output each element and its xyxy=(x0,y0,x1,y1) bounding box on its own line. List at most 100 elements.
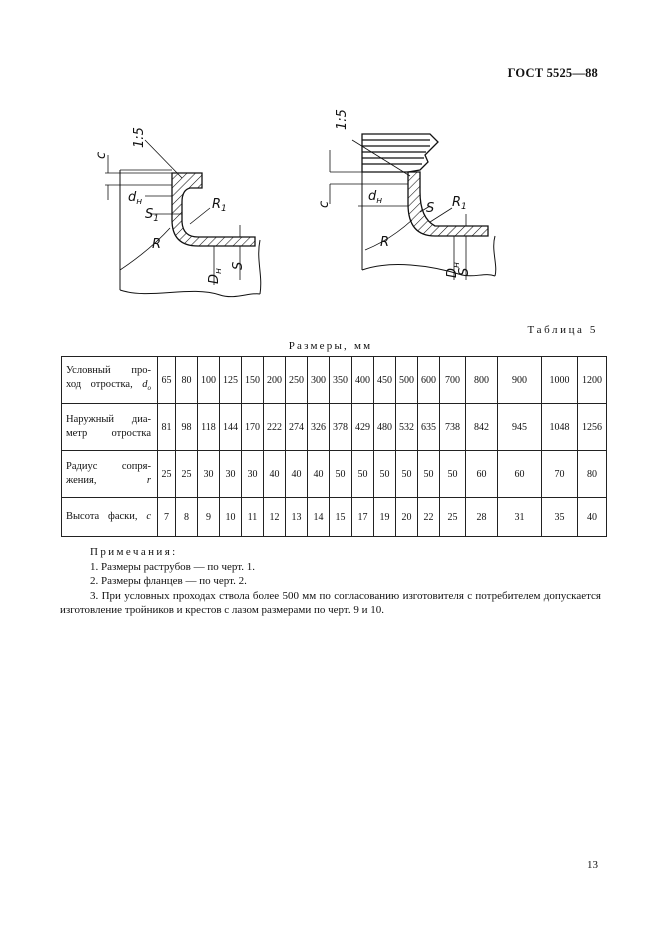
table-cell: 9 xyxy=(197,497,220,537)
table-cell: 1200 xyxy=(577,356,607,404)
table-cell: 274 xyxy=(285,403,308,451)
table-cell: 30 xyxy=(197,450,220,498)
table-cell: 30 xyxy=(241,450,264,498)
table-cell: 98 xyxy=(175,403,198,451)
table-cell: 450 xyxy=(373,356,396,404)
table-cell: 1048 xyxy=(541,403,578,451)
table-cell: 326 xyxy=(307,403,330,451)
right-label-c: c xyxy=(317,201,332,208)
table-cell: 50 xyxy=(417,450,440,498)
table-cell: 800 xyxy=(465,356,498,404)
row-label: Наружный диа- метр отростка xyxy=(61,403,158,451)
table-cell: 100 xyxy=(197,356,220,404)
table-cell: 1256 xyxy=(577,403,607,451)
right-label-S: S xyxy=(457,268,472,276)
table-cell: 7 xyxy=(157,497,176,537)
table-cell: 40 xyxy=(263,450,286,498)
table-cell: 200 xyxy=(263,356,286,404)
table-cell: 12 xyxy=(263,497,286,537)
table-cell: 20 xyxy=(395,497,418,537)
table-cell: 8 xyxy=(175,497,198,537)
notes-title: Примечания: xyxy=(90,546,178,558)
left-label-taper: 1:5 xyxy=(132,127,147,148)
row-label: Радиус сопря- жения, r xyxy=(61,450,158,498)
right-label-Dn: Dн xyxy=(445,262,462,278)
table-cell: 10 xyxy=(219,497,242,537)
notes: Примечания: 1. Размеры раструбов — по че… xyxy=(60,545,601,618)
left-label-r1: R1 xyxy=(212,197,227,214)
table-cell: 700 xyxy=(439,356,466,404)
table-cell: 25 xyxy=(175,450,198,498)
table-cell: 50 xyxy=(329,450,352,498)
table-units: Размеры, мм xyxy=(288,340,373,352)
table-cell: 13 xyxy=(285,497,308,537)
table-cell: 31 xyxy=(497,497,542,537)
table-cell: 40 xyxy=(307,450,330,498)
table-cell: 170 xyxy=(241,403,264,451)
table-cell: 945 xyxy=(497,403,542,451)
table-cell: 11 xyxy=(241,497,264,537)
table-cell: 14 xyxy=(307,497,330,537)
table-cell: 80 xyxy=(577,450,607,498)
table-cell: 250 xyxy=(285,356,308,404)
table-cell: 25 xyxy=(439,497,466,537)
table-cell: 19 xyxy=(373,497,396,537)
row-label: Высота фаски, c xyxy=(61,497,158,537)
table-cell: 532 xyxy=(395,403,418,451)
right-label-taper: 1:5 xyxy=(335,109,350,130)
table-cell: 900 xyxy=(497,356,542,404)
table-cell: 50 xyxy=(395,450,418,498)
left-label-dn: dн xyxy=(128,190,142,207)
table-cell: 28 xyxy=(465,497,498,537)
right-label-R: R xyxy=(380,235,389,250)
table-cell: 70 xyxy=(541,450,578,498)
table-cell: 60 xyxy=(497,450,542,498)
note-item: 3. При условных проходах ствола более 50… xyxy=(60,589,601,617)
table-cell: 81 xyxy=(157,403,176,451)
table-cell: 150 xyxy=(241,356,264,404)
table-cell: 50 xyxy=(439,450,466,498)
table-cell: 738 xyxy=(439,403,466,451)
table-cell: 22 xyxy=(417,497,440,537)
table-cell: 30 xyxy=(219,450,242,498)
table-cell: 40 xyxy=(577,497,607,537)
left-label-s1: S1 xyxy=(145,207,159,224)
table-cell: 429 xyxy=(351,403,374,451)
table-cell: 35 xyxy=(541,497,578,537)
table-cell: 144 xyxy=(219,403,242,451)
page-number: 13 xyxy=(587,859,598,871)
table-cell: 222 xyxy=(263,403,286,451)
table-cell: 125 xyxy=(219,356,242,404)
table-cell: 842 xyxy=(465,403,498,451)
table-cell: 300 xyxy=(307,356,330,404)
table-cell: 500 xyxy=(395,356,418,404)
table-cell: 378 xyxy=(329,403,352,451)
table-cell: 400 xyxy=(351,356,374,404)
right-label-dn: dн xyxy=(368,189,382,206)
table-caption: Таблица 5 xyxy=(527,324,598,336)
note-item: 1. Размеры раструбов — по черт. 1. xyxy=(90,560,256,573)
table-cell: 50 xyxy=(373,450,396,498)
left-label-R: R xyxy=(152,237,161,252)
table-cell: 350 xyxy=(329,356,352,404)
left-label-Dn: Dн xyxy=(207,268,224,284)
table-cell: 65 xyxy=(157,356,176,404)
left-label-c: c xyxy=(94,152,109,159)
table-cell: 15 xyxy=(329,497,352,537)
table-cell: 17 xyxy=(351,497,374,537)
table-cell: 635 xyxy=(417,403,440,451)
table-cell: 80 xyxy=(175,356,198,404)
standard-code: ГОСТ 5525—88 xyxy=(507,66,598,80)
technical-drawing: c 1:5 dн S1 R1 R Dн S xyxy=(94,109,497,298)
table-cell: 480 xyxy=(373,403,396,451)
table-cell: 60 xyxy=(465,450,498,498)
table-cell: 40 xyxy=(285,450,308,498)
left-label-S: S xyxy=(231,262,246,270)
table-cell: 118 xyxy=(197,403,220,451)
table-cell: 50 xyxy=(351,450,374,498)
